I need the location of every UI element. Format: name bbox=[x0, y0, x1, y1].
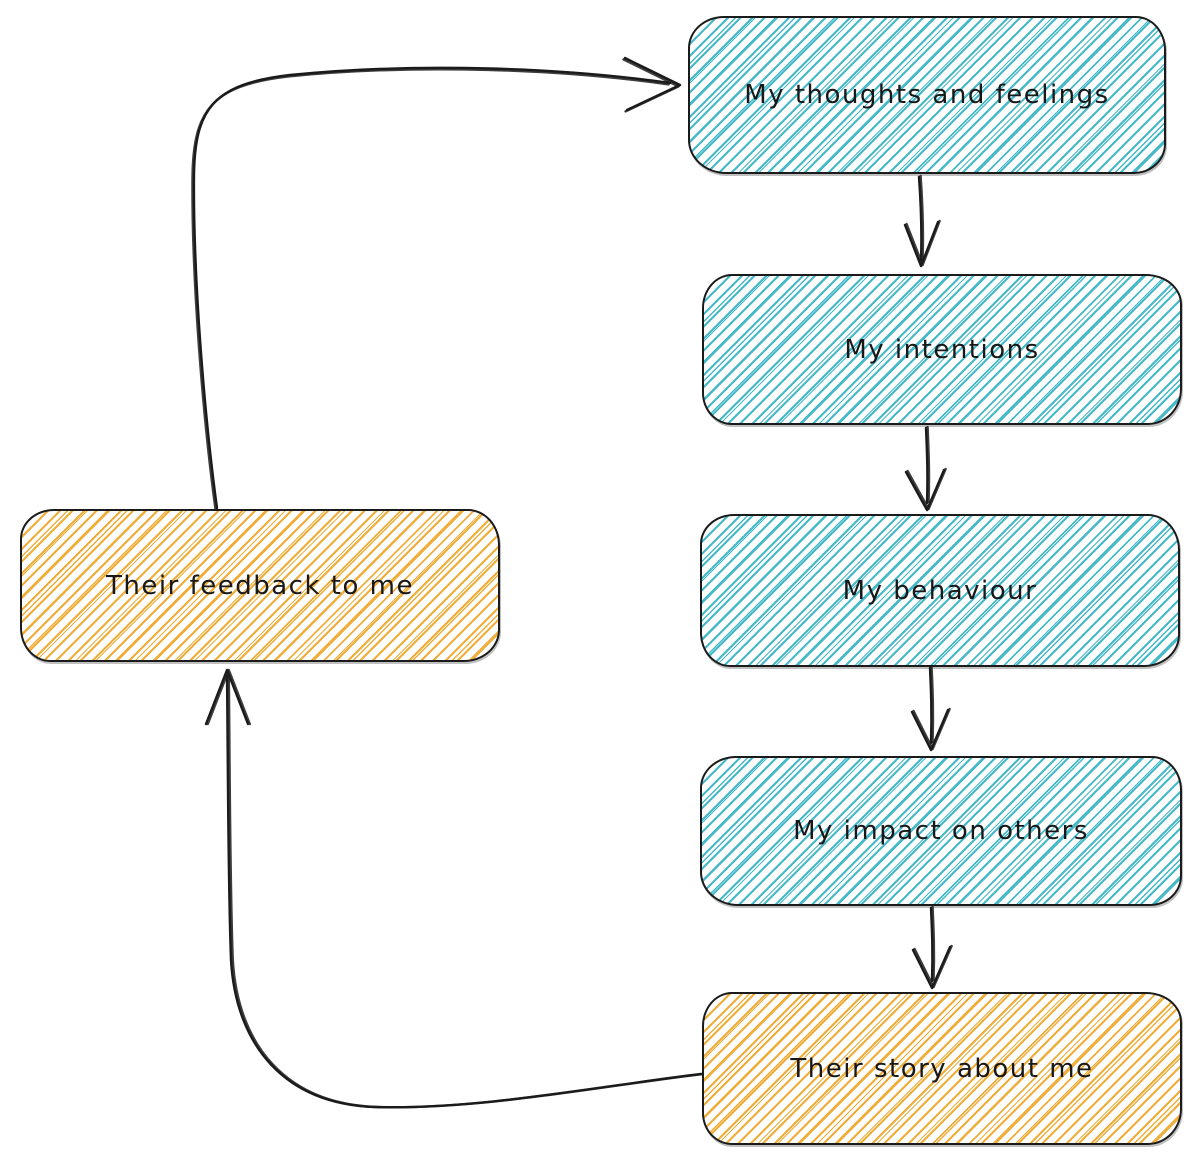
node-label: My thoughts and feelings bbox=[744, 80, 1110, 110]
arrow-story-to-feedback bbox=[204, 668, 703, 1109]
node-my-behaviour: My behaviour bbox=[700, 514, 1180, 667]
arrow-behaviour-to-impact bbox=[910, 666, 950, 752]
node-their-story-about-me: Their story about me bbox=[702, 992, 1182, 1145]
node-my-thoughts-and-feelings: My thoughts and feelings bbox=[688, 16, 1166, 174]
node-my-impact-on-others: My impact on others bbox=[700, 756, 1182, 906]
arrow-intentions-to-behaviour bbox=[904, 426, 946, 512]
node-my-intentions: My intentions bbox=[702, 274, 1182, 425]
arrow-feedback-to-thoughts bbox=[192, 56, 682, 510]
node-label: My impact on others bbox=[793, 816, 1089, 846]
node-label: Their feedback to me bbox=[106, 570, 414, 601]
node-label: Their story about me bbox=[790, 1053, 1094, 1084]
node-their-feedback-to-me: Their feedback to me bbox=[20, 509, 500, 662]
node-label: My intentions bbox=[844, 334, 1040, 365]
arrow-impact-to-story bbox=[911, 906, 952, 990]
node-label: My behaviour bbox=[842, 575, 1038, 606]
